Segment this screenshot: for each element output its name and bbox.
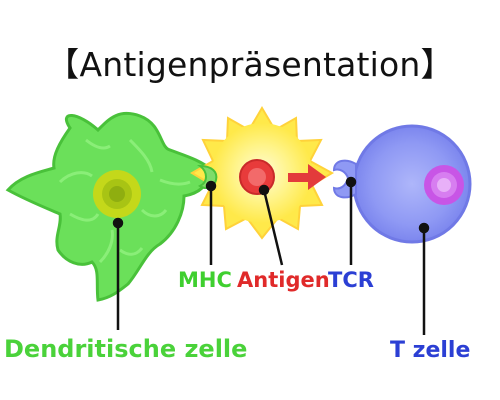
dendritic-cell <box>5 111 214 302</box>
t-cell <box>352 124 472 244</box>
arrow-icon <box>288 164 326 190</box>
tcr-label: TCR <box>328 268 374 292</box>
dendritic-cell-label: Dendritische zelle <box>4 335 248 363</box>
antigen-label: Antigen <box>237 268 330 292</box>
pointer-lines <box>112 176 430 335</box>
t-cell-label: T zelle <box>390 338 471 363</box>
diagram-title: 【Antigenpräsentation】 <box>46 45 454 84</box>
antigen <box>239 159 275 195</box>
mhc-label: MHC <box>178 268 232 292</box>
